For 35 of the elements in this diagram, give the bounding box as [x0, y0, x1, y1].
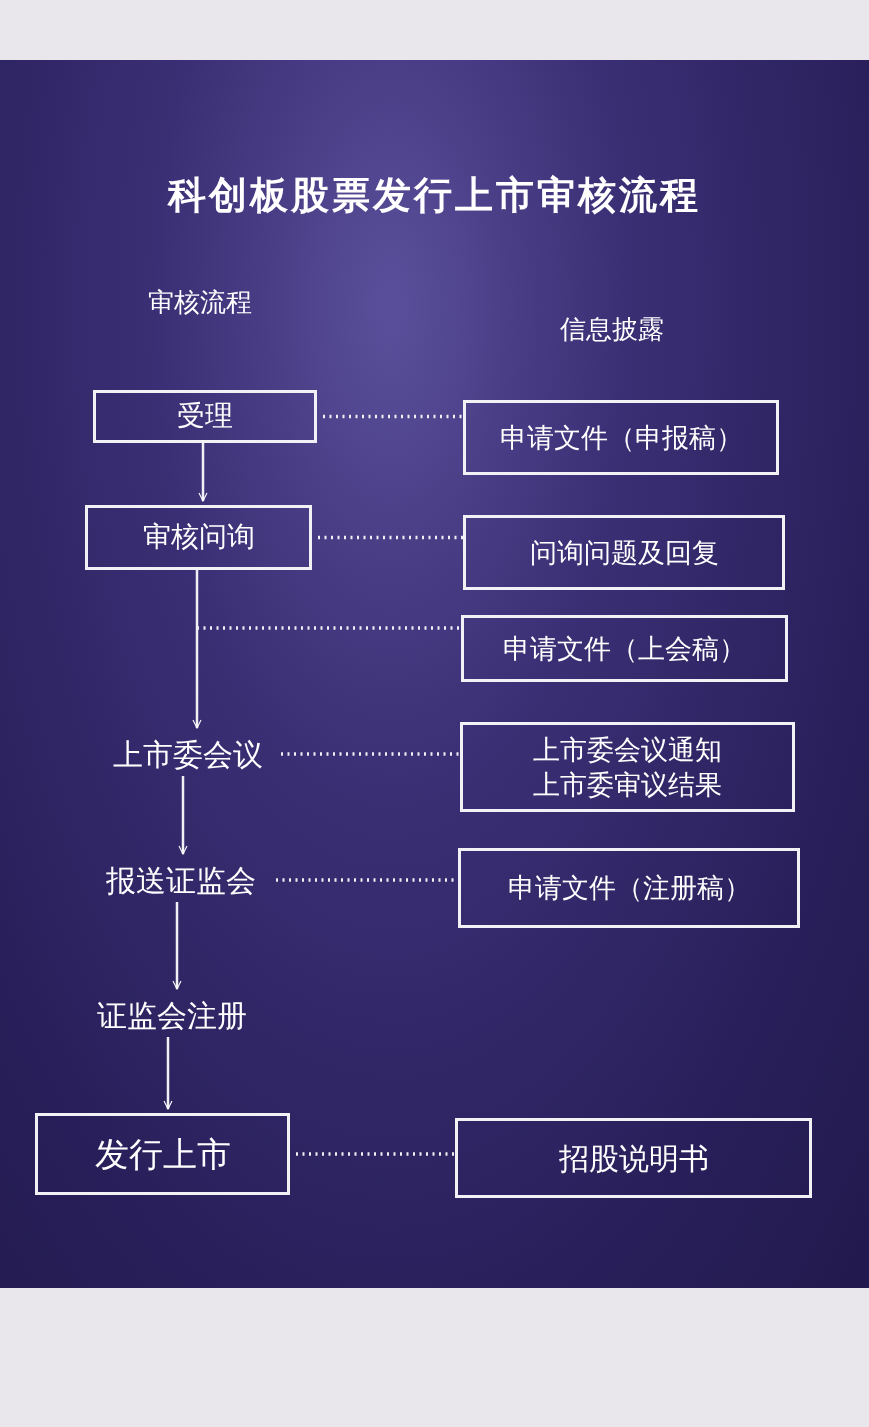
process-box — [93, 390, 317, 443]
arrow — [192, 570, 202, 729]
dotted-connector — [323, 414, 463, 419]
box-text: 上市委审议结果 — [533, 768, 722, 802]
process-box — [460, 722, 795, 812]
box-text: 上市委会议通知 — [533, 732, 722, 767]
arrow — [163, 1037, 173, 1110]
process-box — [455, 1118, 812, 1198]
process-box — [461, 615, 788, 682]
arrow — [172, 902, 182, 990]
process-box — [458, 848, 800, 928]
process-box — [85, 505, 312, 570]
process-box — [463, 400, 779, 475]
box-text: 申请文件（注册稿） — [507, 871, 751, 906]
process-box — [35, 1113, 290, 1195]
dotted-connector — [318, 535, 463, 540]
title: 科创板股票发行上市审核流程 — [166, 171, 702, 219]
step-label: 报送证监会 — [92, 858, 270, 902]
arrow — [198, 443, 208, 502]
box-text: 审核问询 — [142, 519, 255, 556]
column-heading: 审核流程 — [148, 286, 252, 319]
dotted-connector — [296, 1152, 455, 1156]
step-label: 证监会注册 — [82, 993, 262, 1037]
box-text: 申请文件（申报稿） — [499, 420, 743, 455]
dotted-connector — [281, 752, 460, 756]
box-text: 受理 — [177, 398, 233, 435]
column-heading: 信息披露 — [560, 313, 664, 346]
process-box — [463, 515, 785, 590]
box-text: 申请文件（上会稿） — [503, 631, 746, 666]
step-label: 上市委会议 — [100, 732, 275, 776]
box-text: 问询问题及回复 — [529, 535, 719, 570]
dotted-connector — [197, 626, 461, 630]
box-text: 招股说明书 — [558, 1139, 709, 1178]
box-text: 发行上市 — [94, 1132, 231, 1176]
arrow — [178, 776, 188, 855]
